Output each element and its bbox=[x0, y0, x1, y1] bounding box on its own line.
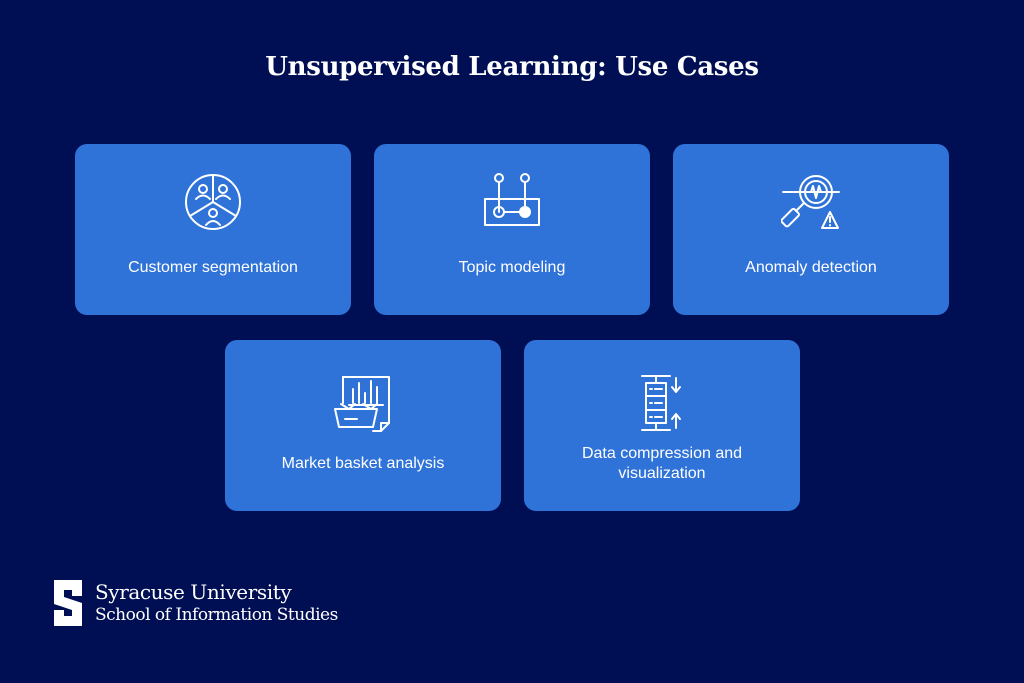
market-basket-icon bbox=[334, 376, 390, 432]
card-label-line1: Data compression and bbox=[581, 445, 743, 462]
card-label: Customer segmentation bbox=[128, 259, 298, 276]
card-label: Market basket analysis bbox=[281, 455, 445, 472]
card-label: Topic modeling bbox=[458, 259, 566, 276]
card-data-compression-visualization: Data compression and visualization bbox=[524, 340, 800, 511]
card-market-basket-analysis: Market basket analysis bbox=[225, 340, 501, 511]
card-label: Anomaly detection bbox=[745, 259, 877, 276]
anomaly-detection-icon bbox=[781, 175, 840, 229]
syracuse-s-logo bbox=[54, 580, 82, 626]
card-anomaly-detection: Anomaly detection bbox=[673, 144, 949, 315]
data-compression-icon bbox=[641, 375, 681, 431]
card-label-line2: visualization bbox=[618, 465, 706, 482]
card-topic-modeling: Topic modeling bbox=[374, 144, 650, 315]
topic-modeling-icon bbox=[484, 173, 540, 226]
footer-university-name: Syracuse University bbox=[95, 580, 292, 604]
customer-segmentation-icon bbox=[185, 174, 241, 230]
footer-school-name: School of Information Studies bbox=[95, 605, 338, 625]
page-title: Unsupervised Learning: Use Cases bbox=[265, 52, 759, 82]
card-customer-segmentation: Customer segmentation bbox=[75, 144, 351, 315]
